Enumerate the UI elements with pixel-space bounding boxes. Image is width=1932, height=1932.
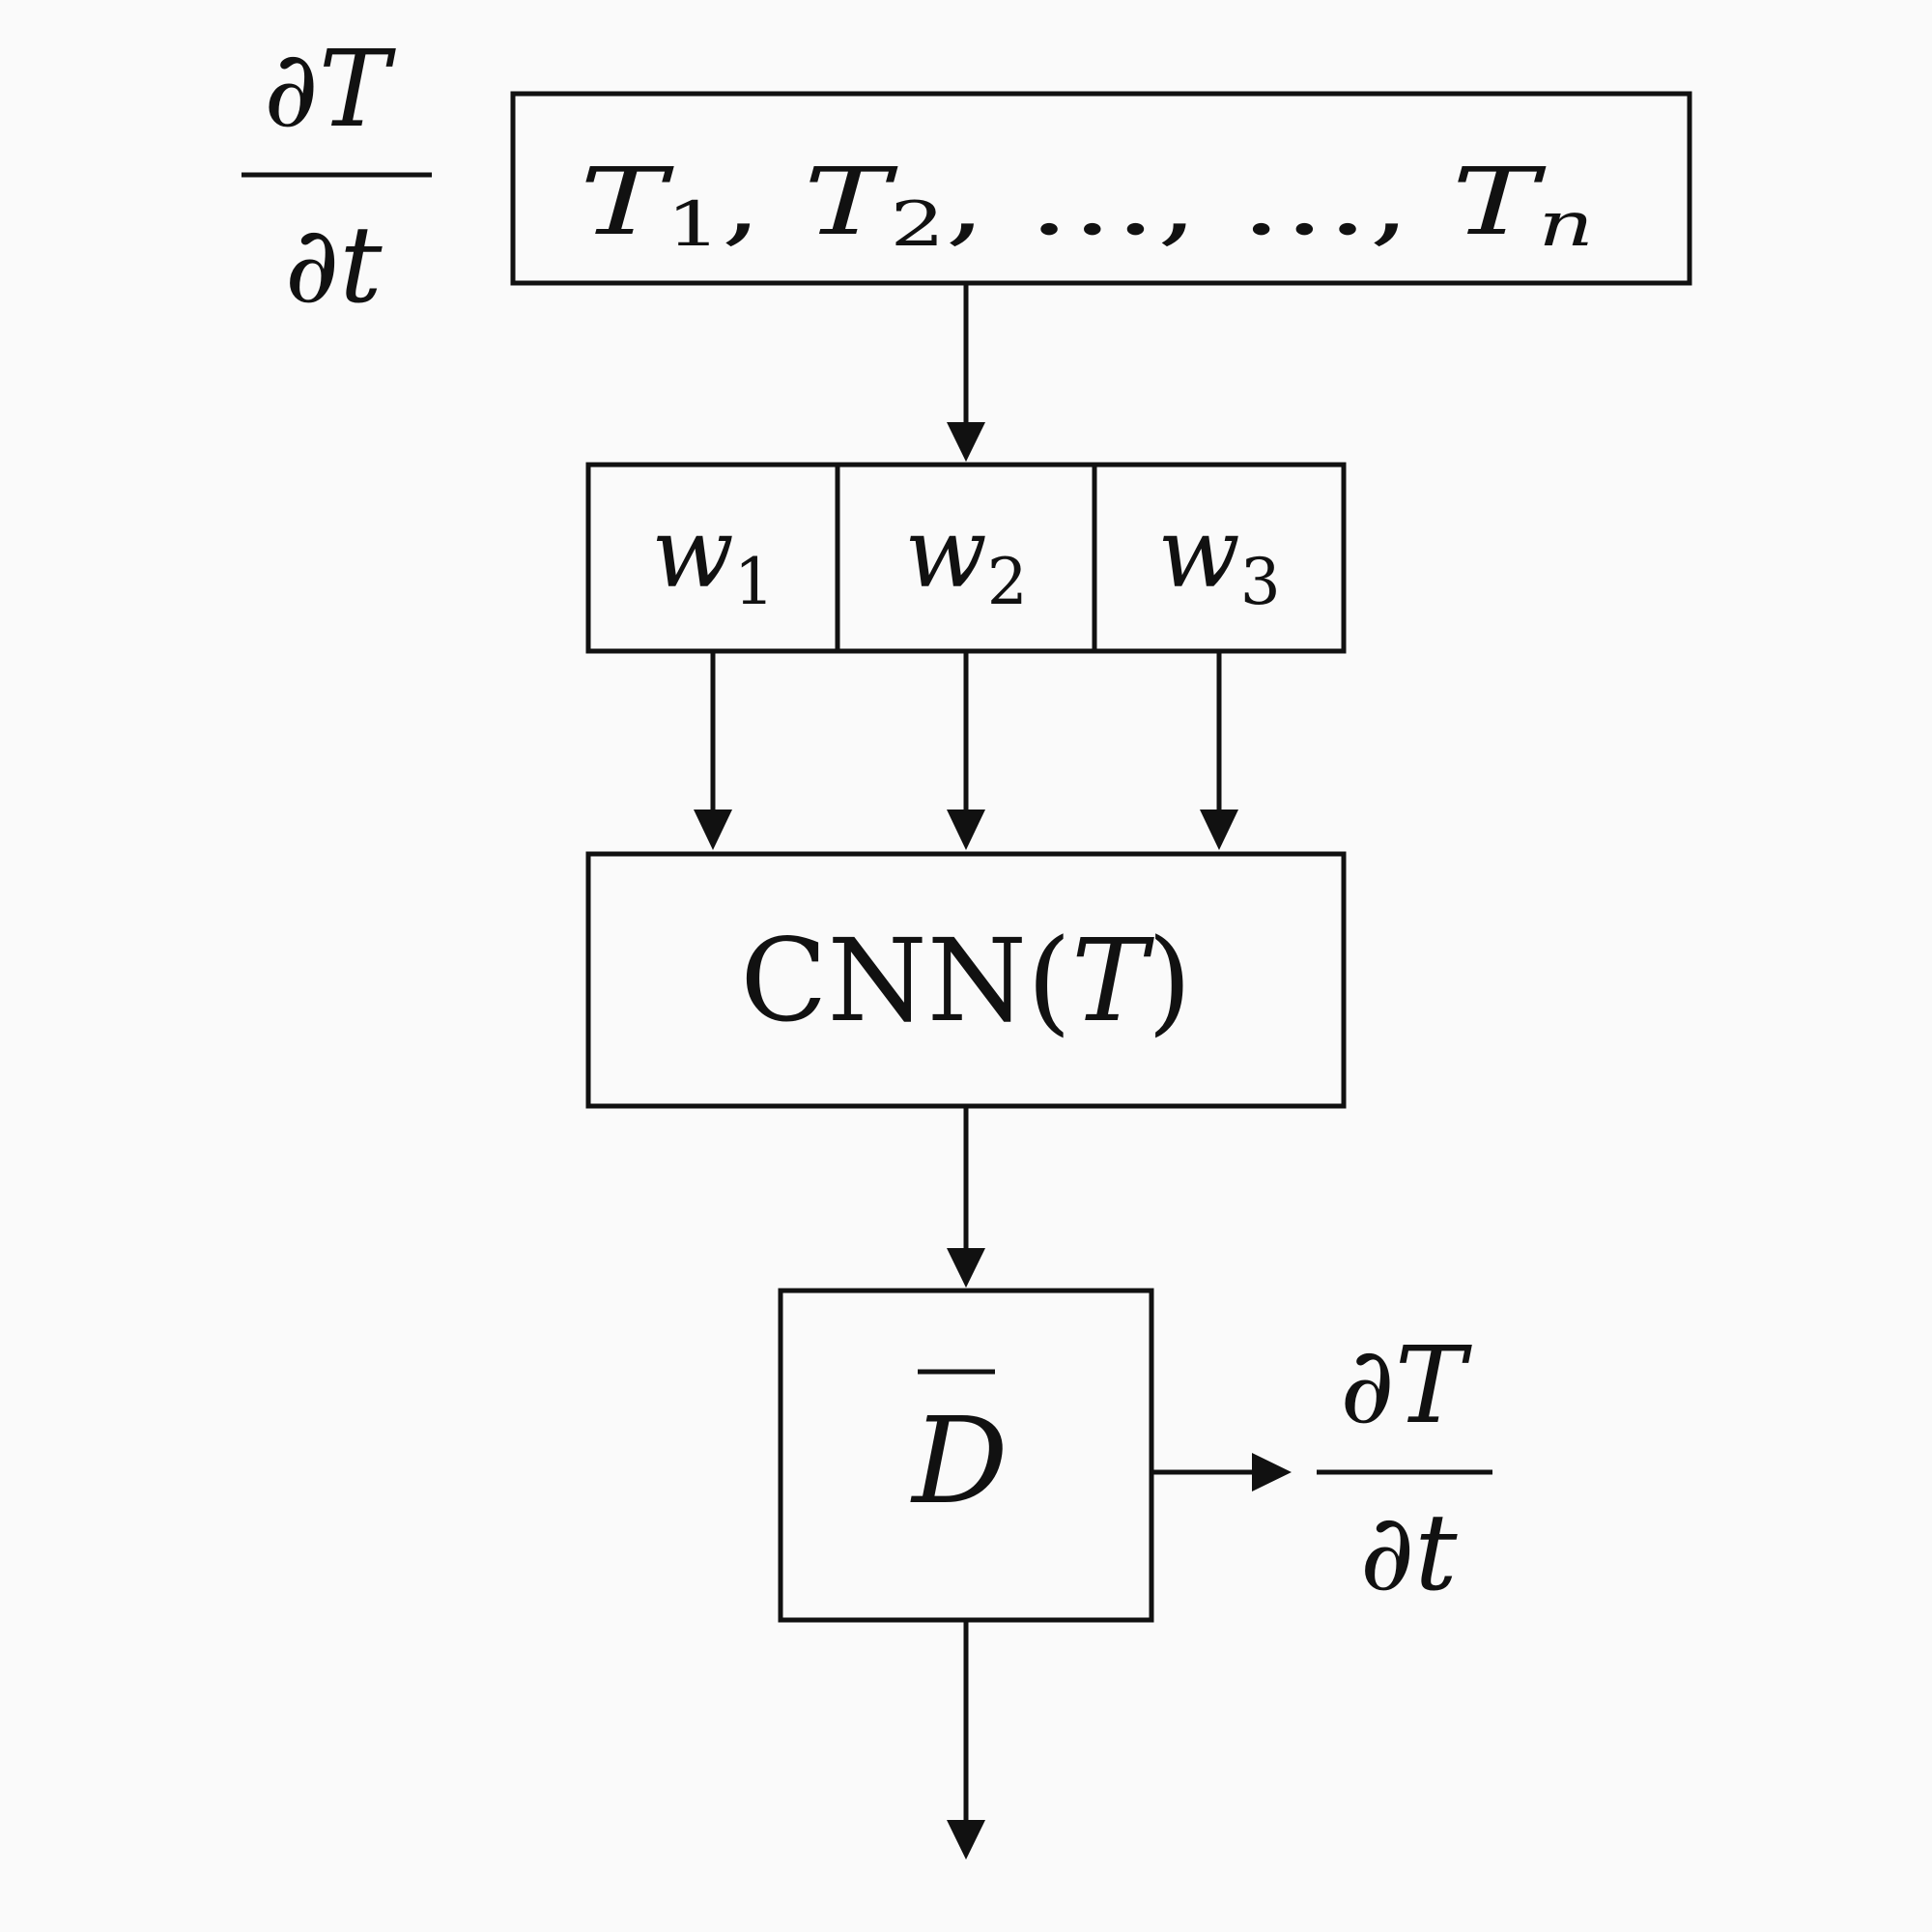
weight-w1: w1 [651, 497, 775, 619]
weight-w1-base: w [651, 497, 734, 610]
cnn-box: CNN(T) [585, 851, 1347, 1109]
sequence-separator-4: , [1369, 148, 1410, 256]
cnn-argument: T [1071, 914, 1154, 1047]
weight-w3: w3 [1157, 497, 1281, 619]
sequence-separator-1: , [721, 148, 762, 256]
sequence-item-2-base: T [804, 148, 898, 256]
arrow-w3-to-cnn [1200, 651, 1238, 850]
output-label-denominator: ∂t [1359, 1491, 1458, 1614]
weight-w2: w2 [904, 497, 1028, 619]
sequence-item-n-sub: n [1538, 189, 1594, 261]
input-label-denominator: ∂t [284, 203, 383, 327]
sequence-item-2-sub: 2 [890, 189, 945, 261]
arrow-d-to-output [1151, 1453, 1292, 1492]
weight-w3-base: w [1157, 497, 1240, 610]
sequence-box-frame [510, 91, 1692, 286]
arrow-sequence-to-weights [947, 283, 985, 462]
arrow-d-to-bottom [947, 1620, 985, 1860]
d-symbol: D [910, 1392, 1008, 1531]
weight-w1-sub: 1 [734, 545, 775, 619]
d-box: D [778, 1288, 1154, 1623]
output-derivative-label: ∂T ∂t [1317, 1323, 1492, 1614]
weight-w2-base: w [904, 497, 987, 610]
input-derivative-label: ∂T ∂t [242, 27, 432, 327]
weight-w3-sub: 3 [1240, 545, 1281, 619]
cnn-prefix: CNN [740, 914, 1027, 1047]
sequence-separator-2: , [945, 148, 986, 256]
sequence-separator-3: , [1157, 148, 1199, 256]
sequence-item-4-ellipsis: … [1239, 148, 1369, 256]
arrow-cnn-to-d [947, 1106, 985, 1288]
cnn-open-paren: ( [1027, 914, 1071, 1047]
output-label-numerator: ∂T [1340, 1323, 1473, 1447]
input-label-numerator: ∂T [264, 27, 397, 151]
sequence-item-3-ellipsis: … [1028, 148, 1157, 256]
cnn-label: CNN(T) [740, 914, 1192, 1047]
weight-boxes: w1 w2 w3 [585, 462, 1347, 654]
arrow-w1-to-cnn [694, 651, 732, 850]
weight-w2-sub: 2 [987, 545, 1028, 619]
cnn-close-paren: ) [1148, 914, 1192, 1047]
arrow-w2-to-cnn [947, 651, 985, 850]
sequence-item-1-base: T [580, 148, 674, 256]
sequence-item-1-sub: 1 [667, 189, 722, 261]
sequence-item-n-base: T [1452, 148, 1547, 256]
